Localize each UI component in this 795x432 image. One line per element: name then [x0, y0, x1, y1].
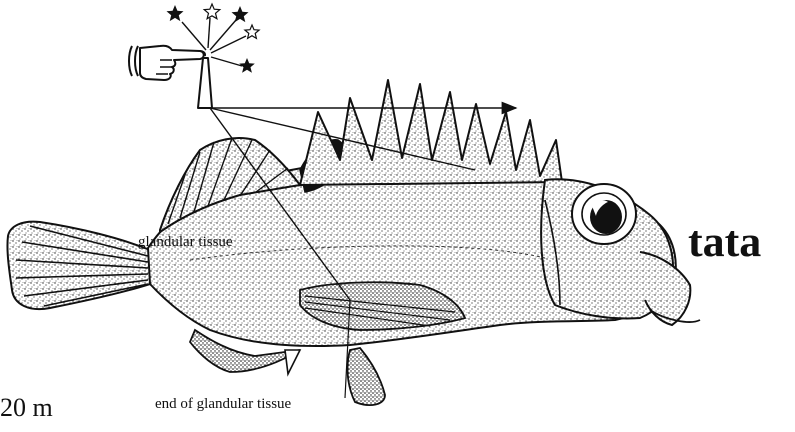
fish-eye	[572, 184, 636, 244]
pelvic-fin	[348, 348, 385, 405]
end-of-glandular-tissue-label: end of glandular tissue	[155, 396, 291, 413]
depth-text-fragment: 20 m	[0, 393, 53, 423]
spiny-dorsal-fin	[300, 80, 562, 185]
spine-tip	[198, 58, 212, 108]
pointing-hand-icon	[129, 46, 205, 80]
title-text-fragment: tata	[688, 216, 761, 267]
scorpionfish-illustration	[7, 80, 700, 405]
stars-icon	[167, 4, 260, 73]
anal-fin-spine	[285, 350, 300, 374]
glandular-tissue-label: glandular tissue	[138, 234, 233, 251]
